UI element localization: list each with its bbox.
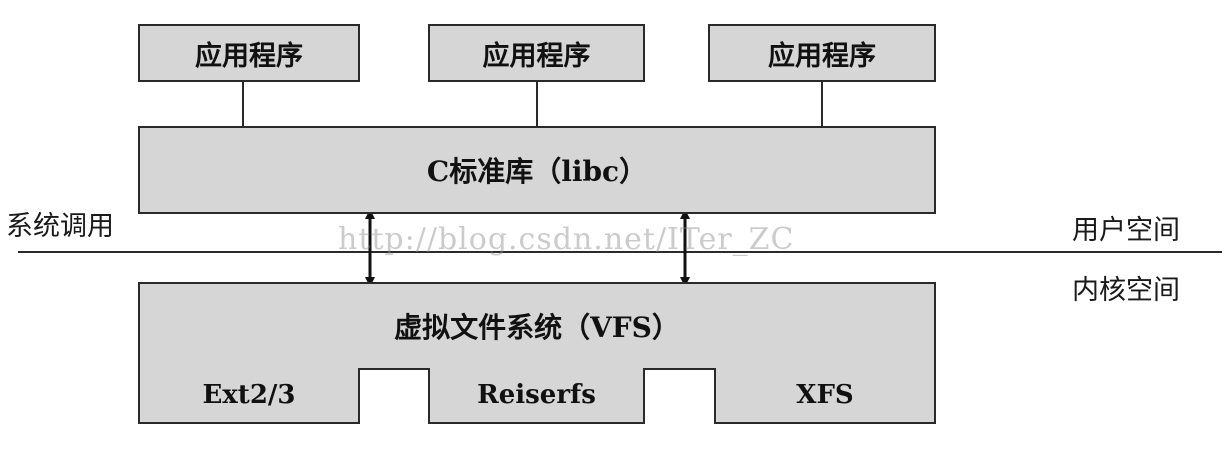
fs-box-reiserfs: Reiserfs: [428, 368, 645, 424]
fs-box-xfs: XFS: [714, 368, 936, 424]
app-box-label: 应用程序: [482, 40, 591, 72]
app-box-label: 应用程序: [768, 40, 876, 72]
fs-box-ext: Ext2/3: [138, 368, 360, 424]
libc-label: C标准库（libc）: [426, 155, 648, 188]
vfs-label: 虚拟文件系统（VFS）: [394, 311, 680, 344]
vfs-box: 虚拟文件系统（VFS）: [138, 282, 936, 370]
app-box-3: 应用程序: [708, 24, 936, 82]
app-box-1: 应用程序: [138, 24, 360, 82]
kernel-space-label: 内核空间: [1072, 275, 1180, 306]
user-space-label: 用户空间: [1072, 215, 1180, 246]
app-box-label: 应用程序: [195, 40, 303, 72]
libc-box: C标准库（libc）: [138, 126, 936, 214]
watermark: http://blog.csdn.net/ITer_ZC: [338, 222, 795, 257]
fs-label: Reiserfs: [477, 380, 596, 410]
syscall-label: 系统调用: [6, 211, 114, 242]
fs-label: XFS: [796, 380, 854, 410]
app-box-2: 应用程序: [428, 24, 645, 82]
fs-label: Ext2/3: [202, 380, 296, 410]
